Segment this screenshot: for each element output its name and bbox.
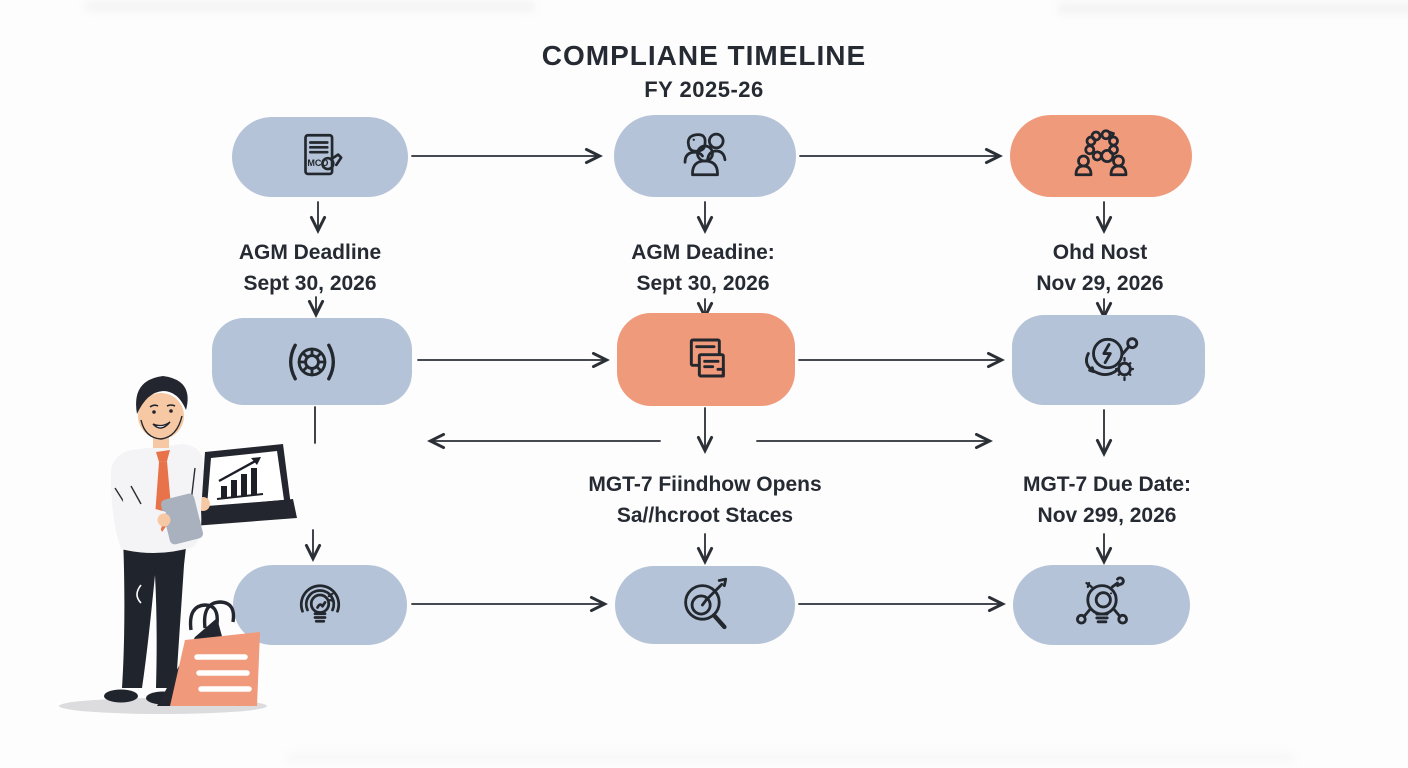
- node-people-cycle: [1010, 115, 1192, 197]
- people-group-icon: [683, 132, 727, 177]
- pocket-line: [136, 584, 142, 604]
- node-segmented-wheel: [212, 318, 412, 405]
- people-cycle-icon: [1074, 129, 1128, 177]
- page-title: COMPLIANE TIMELINE FY 2025-26: [0, 40, 1408, 103]
- label-line: Nov 29, 2026: [1036, 272, 1164, 295]
- pants: [122, 538, 187, 688]
- node-idea-network: [1013, 565, 1190, 645]
- label-line: AGM Deadline: [238, 241, 382, 264]
- edge-artifact: [1058, 2, 1408, 15]
- title-line2: FY 2025-26: [644, 77, 764, 102]
- presenter-illustration: [59, 376, 297, 714]
- label-line: MGT-7 Fiindhow Opens: [588, 473, 822, 496]
- node-agm-document: MCO: [232, 117, 408, 197]
- label-agm-deadline-1: AGM Deadline Sept 30, 2026: [160, 237, 460, 299]
- eye: [152, 410, 156, 414]
- label-line: Sa//hcroot Staces: [616, 504, 794, 527]
- edge-artifact: [85, 1, 535, 12]
- label-agm-deadline-2: AGM Deadine: Sept 30, 2026: [553, 237, 853, 299]
- lightbulb-network-icon: [1075, 576, 1128, 625]
- tie-knot: [156, 450, 170, 462]
- document-signature-icon: MCO: [304, 133, 343, 176]
- label-line: Nov 299, 2026: [1037, 504, 1177, 527]
- label-mgt7-due: MGT-7 Due Date: Nov 299, 2026: [947, 469, 1267, 531]
- shopping-bag: [157, 600, 260, 706]
- node-agm-meeting: [614, 115, 796, 197]
- node-target-search: [615, 566, 795, 644]
- beard-line: [140, 415, 183, 440]
- label-line: AGM Deadine:: [631, 241, 775, 264]
- sync-bolt-gear-icon: [1084, 337, 1138, 382]
- segmented-wheel-icon: [289, 343, 335, 380]
- sleeve-line: [130, 485, 142, 505]
- node-idea-ripple: [233, 565, 407, 645]
- hand-left: [157, 513, 171, 527]
- eyebrows: [149, 404, 176, 408]
- laptop: [193, 444, 297, 526]
- documents-icon: [689, 338, 725, 377]
- shoe: [104, 689, 138, 703]
- label-line: Sept 30, 2026: [243, 272, 377, 295]
- svg-text:MCO: MCO: [307, 158, 328, 168]
- target-magnifier-icon: [684, 577, 728, 630]
- title-line1: COMPLIANE TIMELINE: [541, 40, 867, 71]
- label-line: Ohd Nost: [1052, 241, 1148, 264]
- growth-chart: [221, 468, 257, 498]
- node-sync-process: [1012, 315, 1205, 405]
- label-ohd-nost: Ohd Nost Nov 29, 2026: [950, 237, 1250, 299]
- smile: [152, 421, 171, 429]
- node-documents: [617, 313, 795, 406]
- hair: [136, 376, 188, 414]
- eye: [169, 409, 173, 413]
- label-line: Sept 30, 2026: [636, 272, 770, 295]
- lightbulb-ripple-icon: [299, 584, 341, 623]
- tablet: [161, 493, 203, 545]
- edge-artifact: [285, 753, 1295, 762]
- label-mgt7-opens: MGT-7 Fiindhow Opens Sa//hcroot Staces: [525, 469, 885, 531]
- label-line: MGT-7 Due Date:: [1022, 473, 1192, 496]
